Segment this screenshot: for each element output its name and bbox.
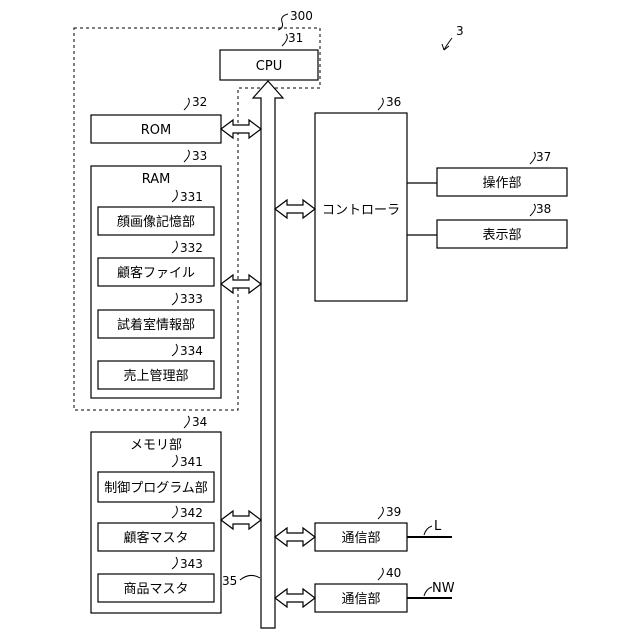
ref-35: 35 [222,574,237,588]
operation-unit-label: 操作部 [482,175,521,191]
comm-unit-l-block: 通信部 39 L [315,505,452,551]
svg-text:342: 342 [180,506,203,520]
memory-label: メモリ部 [130,438,182,453]
ref-34: 34 [192,415,207,429]
svg-text:334: 334 [180,344,203,358]
operation-unit-block: 操作部 37 [407,150,567,196]
ref-37: 37 [536,150,551,164]
rom-block: ROM 32 [91,95,221,143]
ref-40: 40 [386,566,401,580]
controller-block: コントローラ 36 [315,95,407,301]
svg-text:333: 333 [180,292,203,306]
svg-text:顔画像記憶部: 顔画像記憶部 [117,214,195,230]
comm-unit-nw-label: 通信部 [341,592,380,607]
line-label-l: L [434,519,442,534]
ram-bus-arrow [221,275,261,293]
ram-block: RAM 33 顔画像記憶部 331 顧客ファイル 332 試着室情報部 333 … [91,149,221,398]
cpu-label: CPU [256,59,282,74]
controller-label: コントローラ [322,203,400,218]
comm-unit-nw-block: 通信部 40 NW [315,566,455,612]
svg-text:3: 3 [456,24,464,38]
figure-ref-3: 3 [442,24,464,50]
ref-31: 31 [288,31,303,45]
comm-nw-bus-arrow [275,589,315,607]
comm-unit-l-label: 通信部 [341,531,380,546]
comm-l-bus-arrow [275,528,315,546]
svg-text:331: 331 [180,190,203,204]
memory-bus-arrow [221,511,261,529]
svg-text:341: 341 [180,455,203,469]
ram-label: RAM [142,172,171,187]
svg-text:343: 343 [180,557,203,571]
bus-35: 35 [222,81,283,628]
ref-300: 300 [290,9,313,23]
ref-32: 32 [192,95,207,109]
rom-label: ROM [141,123,171,138]
svg-text:顧客マスタ: 顧客マスタ [123,530,188,546]
memory-block: メモリ部 34 制御プログラム部 341 顧客マスタ 342 商品マスタ 343 [91,415,221,613]
ref-39: 39 [386,505,401,519]
svg-text:試着室情報部: 試着室情報部 [117,317,195,333]
ref-33: 33 [192,149,207,163]
svg-text:制御プログラム部: 制御プログラム部 [104,481,208,496]
svg-text:332: 332 [180,241,203,255]
ref-36: 36 [386,95,401,109]
svg-text:商品マスタ: 商品マスタ [123,582,188,597]
svg-text:顧客ファイル: 顧客ファイル [117,265,195,281]
display-unit-label: 表示部 [482,228,521,243]
line-label-nw: NW [432,581,455,596]
cpu-block: CPU 31 [220,31,318,80]
svg-text:売上管理部: 売上管理部 [123,368,188,384]
rom-bus-arrow [221,120,261,138]
controller-bus-arrow [275,200,315,218]
ref-38: 38 [536,202,551,216]
display-unit-block: 表示部 38 [407,202,567,248]
